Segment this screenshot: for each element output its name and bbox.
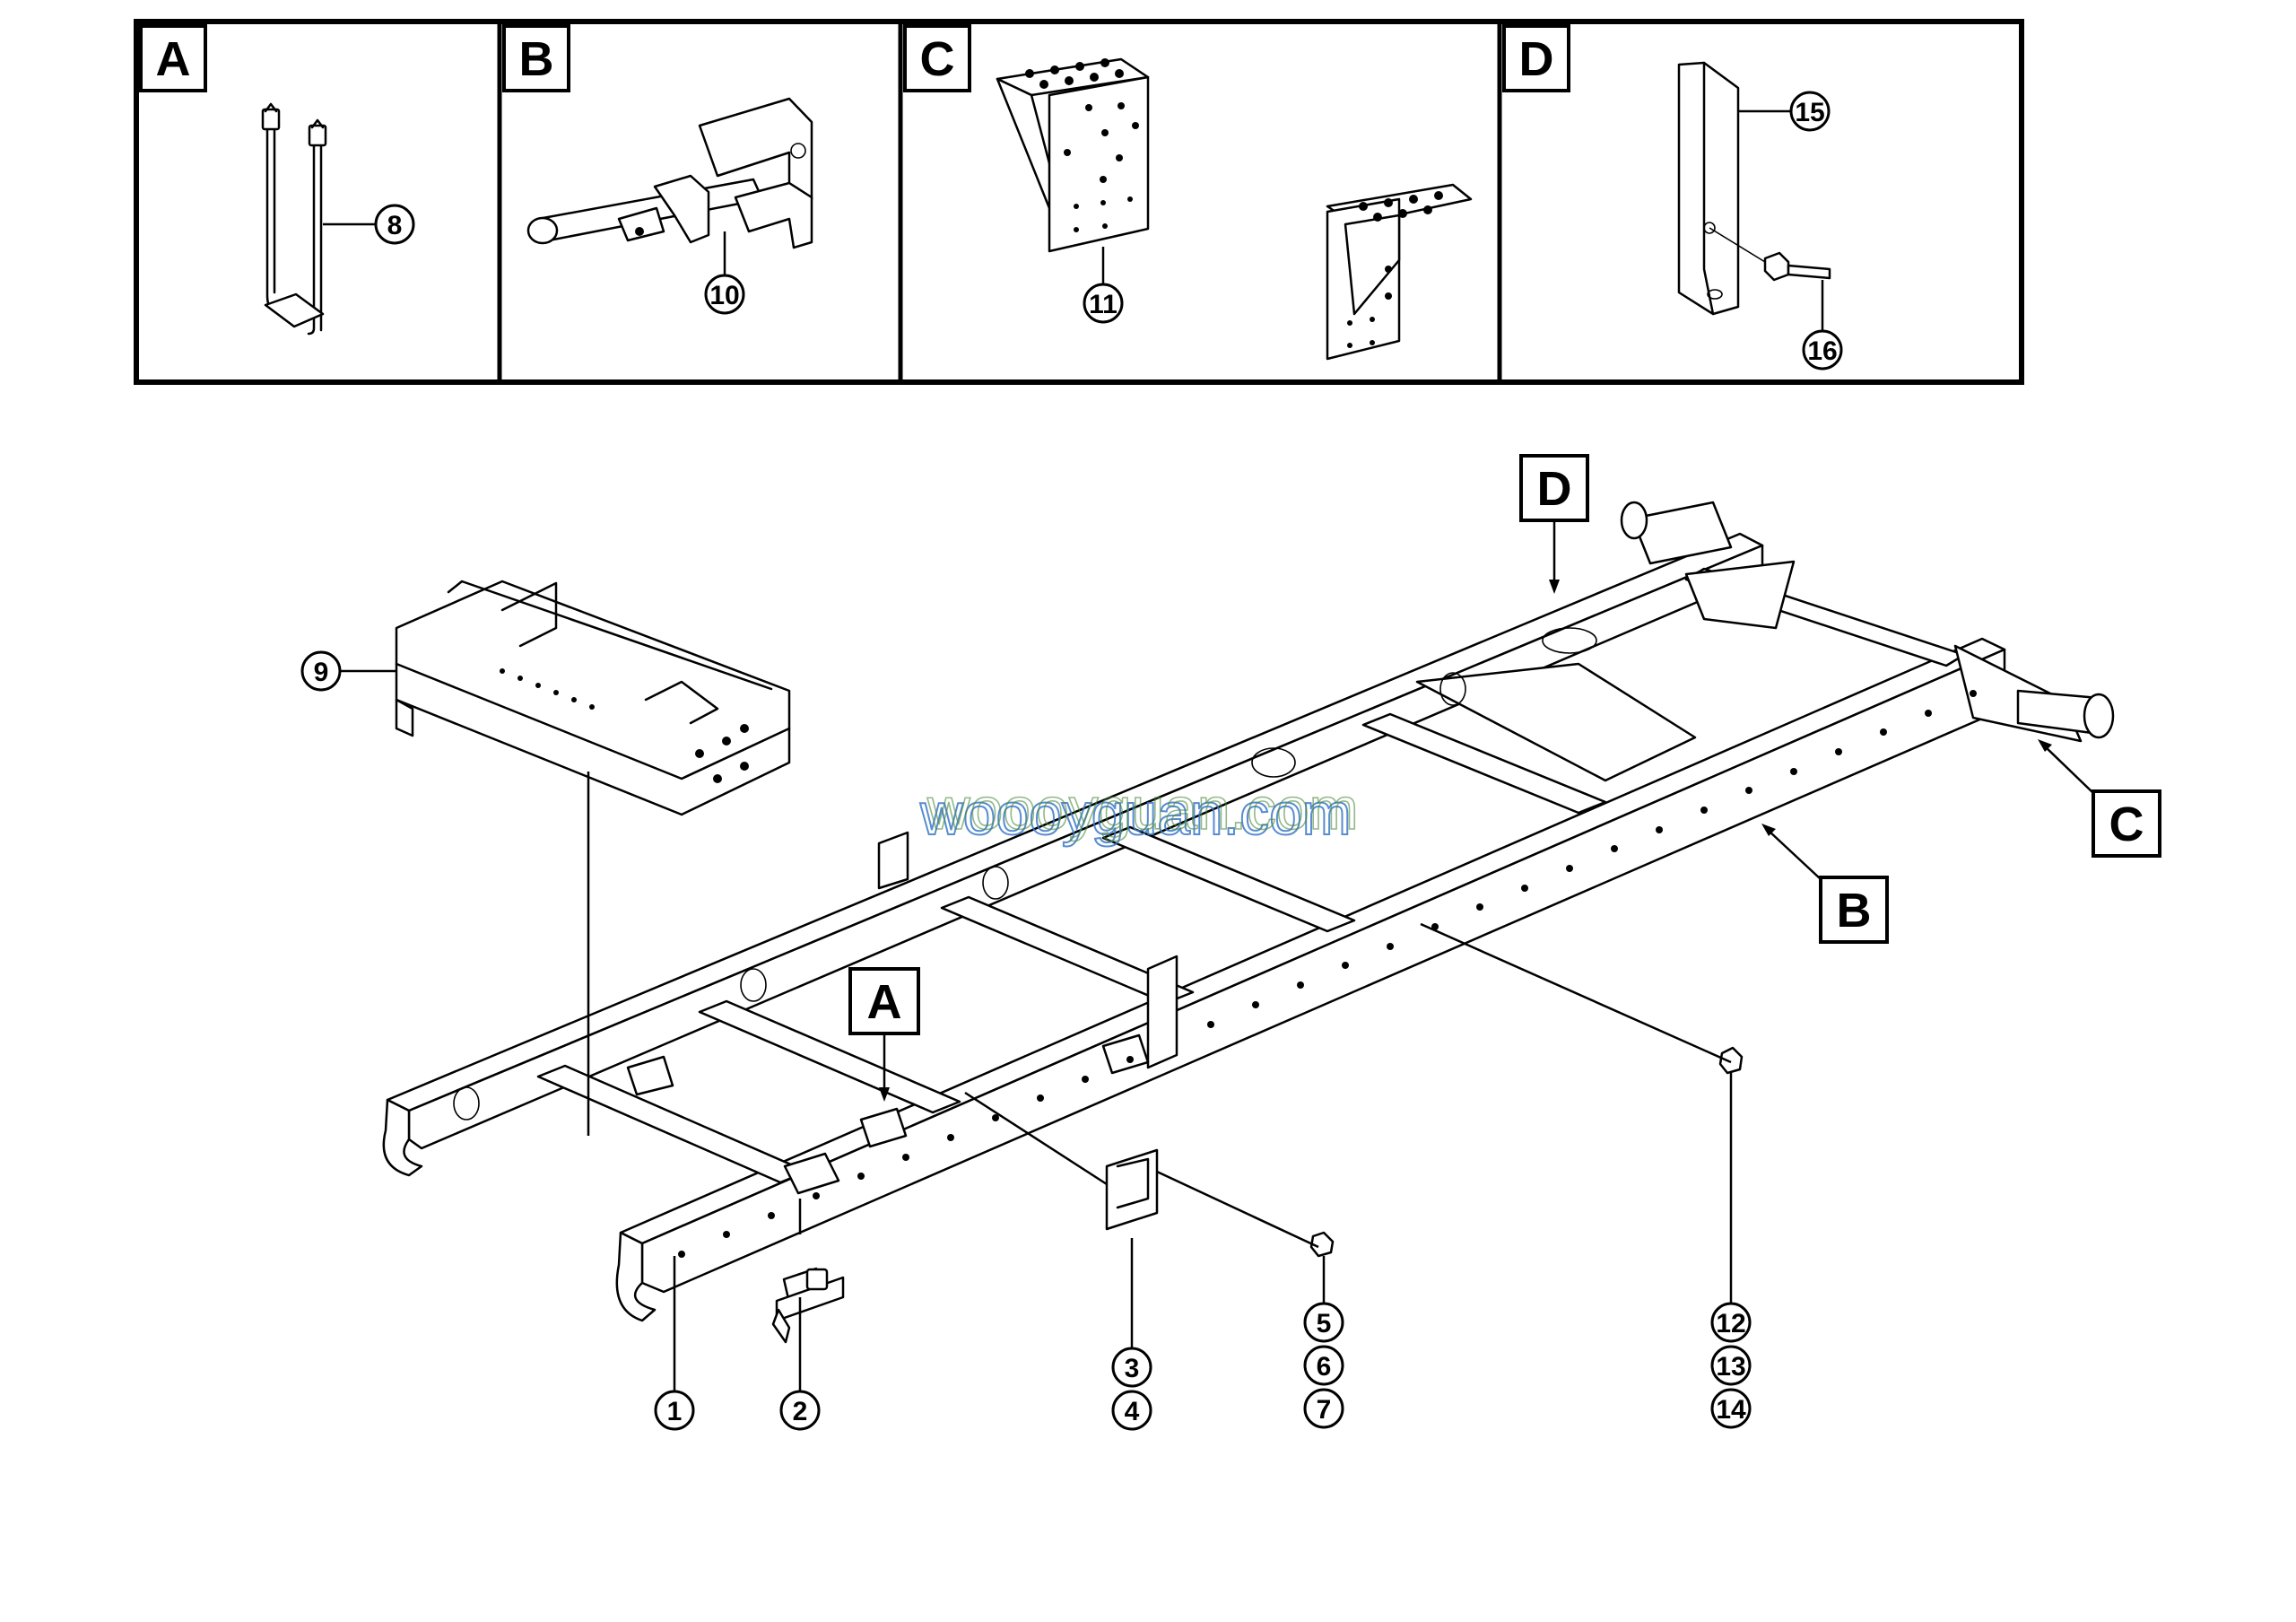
svg-text:7: 7 (1317, 1395, 1332, 1425)
bracket-shaft-drawing (526, 97, 813, 249)
svg-text:4: 4 (1125, 1397, 1140, 1426)
callout-11: 11 (1083, 283, 1124, 324)
svg-text:B: B (1837, 884, 1872, 937)
svg-text:C: C (2109, 798, 2144, 851)
spacer-plate-drawing (1677, 61, 1831, 316)
detail-panel-d: D 15 16 (1502, 24, 1843, 371)
callout-9: 9 (300, 650, 342, 692)
svg-text:16: 16 (1807, 336, 1837, 366)
callout-15: 15 (1789, 91, 1831, 132)
svg-text:8: 8 (387, 211, 403, 240)
marker-d: D (1519, 454, 1589, 594)
marker-a: A (848, 967, 920, 1102)
svg-text:woooyguan.com: woooyguan.com (926, 775, 1359, 842)
svg-text:5: 5 (1317, 1309, 1332, 1339)
svg-text:11: 11 (1089, 290, 1118, 319)
svg-text:14: 14 (1716, 1395, 1746, 1425)
subframe-drawing (395, 580, 791, 816)
mounting-plate-left-drawing (996, 57, 1150, 253)
chassis-frame-drawing (382, 501, 2115, 1322)
svg-text:6: 6 (1317, 1352, 1332, 1382)
shim-plate-drawing (1105, 1148, 1159, 1231)
detail-panel-c: C (903, 24, 1473, 361)
detail-panels: A 8 B (134, 19, 2024, 385)
callout-7: 7 (1303, 1388, 1344, 1429)
callout-10: 10 (704, 274, 745, 315)
bolt-12-drawing (1718, 1046, 1744, 1075)
svg-text:1: 1 (667, 1397, 683, 1426)
rail-holes (678, 690, 1977, 1258)
callout-13: 13 (1710, 1345, 1752, 1386)
svg-text:9: 9 (314, 658, 329, 687)
bolt-5-drawing (1309, 1231, 1335, 1258)
callout-6: 6 (1303, 1345, 1344, 1386)
detail-panel-a: A 8 (139, 24, 415, 336)
svg-text:12: 12 (1716, 1309, 1745, 1339)
u-bolt-drawing (261, 102, 327, 336)
svg-text:3: 3 (1125, 1354, 1140, 1383)
panel-letter-a: A (156, 32, 191, 86)
panel-letter-b: B (519, 32, 554, 86)
panel-letter-d: D (1519, 32, 1554, 86)
callout-1: 1 (654, 1390, 695, 1431)
panel-letter-c: C (920, 32, 955, 86)
svg-text:woooyguan.com: woooyguan.com (919, 780, 1352, 847)
callout-5: 5 (1303, 1302, 1344, 1343)
callout-12: 12 (1710, 1302, 1752, 1343)
detail-panel-b: B 10 (502, 24, 813, 315)
clamp-drawing (771, 1267, 845, 1344)
mounting-plate-right-drawing (1326, 183, 1473, 361)
svg-text:15: 15 (1795, 98, 1824, 127)
marker-c: C (2038, 739, 2161, 858)
svg-text:13: 13 (1716, 1352, 1745, 1382)
callout-16: 16 (1802, 329, 1843, 371)
callout-3: 3 (1111, 1347, 1152, 1388)
svg-text:A: A (867, 975, 902, 1029)
svg-text:10: 10 (709, 281, 739, 310)
callout-4: 4 (1111, 1390, 1152, 1431)
callout-14: 14 (1710, 1388, 1752, 1429)
callout-8: 8 (374, 204, 415, 245)
watermark: woooyguan.com woooyguan.com (918, 774, 1359, 848)
callout-2: 2 (779, 1390, 821, 1431)
svg-text:2: 2 (793, 1397, 808, 1426)
marker-b: B (1761, 824, 1889, 944)
svg-text:D: D (1537, 462, 1572, 516)
